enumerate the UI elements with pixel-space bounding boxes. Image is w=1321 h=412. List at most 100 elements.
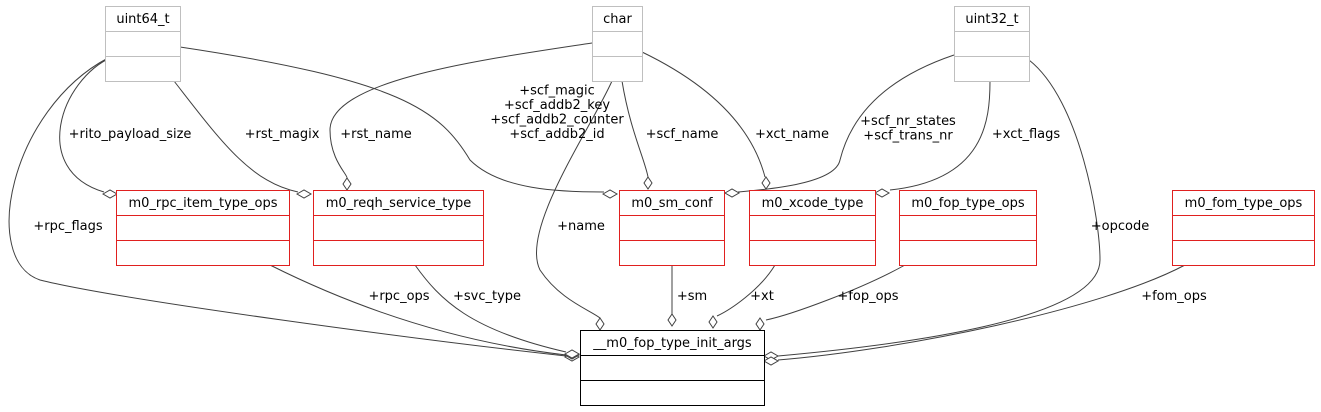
node-xcode-type[interactable]: m0_xcode_type bbox=[749, 190, 876, 266]
edge-fop-ops bbox=[765, 264, 906, 321]
edge-label-name: +name bbox=[557, 219, 605, 234]
edge-label-text: +opcode bbox=[1091, 219, 1149, 234]
node-box bbox=[1172, 190, 1315, 266]
node-title: m0_rpc_item_type_ops bbox=[128, 196, 277, 211]
node-box bbox=[899, 190, 1037, 266]
edge-label-text: +sm bbox=[677, 289, 707, 304]
node-sm-conf[interactable]: m0_sm_conf bbox=[619, 190, 725, 266]
edge-scf-name bbox=[621, 80, 649, 178]
edge-rito-payload-size bbox=[59, 56, 113, 193]
edge-label-rst-name: +rst_name bbox=[340, 127, 411, 142]
edge-label-text: +svc_type bbox=[453, 289, 521, 304]
edge-label-fop-ops: +fop_ops bbox=[837, 289, 898, 304]
node-box bbox=[619, 190, 725, 266]
edge-label-text: +scf_name bbox=[646, 127, 719, 142]
aggregation-diamond bbox=[708, 315, 718, 329]
edge-opcode bbox=[777, 59, 1101, 357]
edge-label-text: +fom_ops bbox=[1141, 289, 1207, 304]
aggregation-diamond bbox=[595, 317, 605, 331]
node-title: uint64_t bbox=[116, 12, 169, 27]
aggregation-diamond bbox=[873, 188, 891, 198]
edge-label-text: +xct_flags bbox=[992, 127, 1061, 142]
node-title: m0_xcode_type bbox=[762, 196, 864, 211]
edge-label-scf-name: +scf_name bbox=[646, 127, 719, 142]
edge-label-xt: +xt bbox=[750, 289, 774, 304]
edge-label-text: +scf_addb2_key bbox=[504, 98, 610, 113]
edge-xct-name bbox=[641, 51, 766, 178]
edge-label-rpc-ops: +rpc_ops bbox=[368, 289, 429, 304]
node-char[interactable]: char bbox=[592, 6, 643, 82]
aggregation-diamond bbox=[723, 188, 741, 198]
edge-label-text: +fop_ops bbox=[837, 289, 898, 304]
edge-fom-ops bbox=[777, 264, 1186, 361]
edge-label-text: +scf_addb2_counter bbox=[490, 112, 624, 127]
aggregation-diamond bbox=[761, 176, 771, 190]
edge-name bbox=[535, 80, 613, 319]
node-box bbox=[105, 6, 181, 82]
edge-rst-magix bbox=[173, 80, 299, 193]
edge-label-text: +rst_name bbox=[340, 127, 411, 142]
aggregation-diamond bbox=[755, 317, 765, 331]
edge-label-text: +rst_magix bbox=[245, 127, 320, 142]
edge-label-scf-nr: +scf_nr_states+scf_trans_nr bbox=[860, 114, 956, 144]
edge-label-text: +rpc_ops bbox=[368, 289, 429, 304]
node-fop-type-ops[interactable]: m0_fop_type_ops bbox=[899, 190, 1037, 266]
edge-scf-nr bbox=[737, 54, 955, 193]
edge-label-svc-type: +svc_type bbox=[453, 289, 521, 304]
aggregation-diamond bbox=[601, 189, 619, 199]
aggregation-diamond bbox=[667, 313, 677, 327]
edge-xct-flags bbox=[889, 80, 991, 191]
node-init-args[interactable]: __m0_fop_type_init_args bbox=[580, 330, 765, 406]
edge-rpc-flags bbox=[8, 57, 567, 357]
node-uint64[interactable]: uint64_t bbox=[105, 6, 181, 82]
node-box bbox=[954, 6, 1030, 82]
edge-label-text: +xct_name bbox=[755, 127, 829, 142]
node-title: __m0_fop_type_init_args bbox=[592, 336, 752, 351]
edge-label-text: +rito_payload_size bbox=[69, 127, 192, 142]
node-title: m0_fom_type_ops bbox=[1185, 196, 1303, 211]
node-box bbox=[592, 6, 643, 82]
aggregation-diamond bbox=[342, 177, 352, 191]
edge-label-rst-magix: +rst_magix bbox=[245, 127, 320, 142]
edge-label-text: +scf_nr_states bbox=[860, 114, 956, 129]
node-rpc-item-type-ops[interactable]: m0_rpc_item_type_ops bbox=[116, 190, 290, 266]
edge-svc-type bbox=[414, 264, 567, 353]
nodes-layer: uint64_t char uint32_t m0_rpc_item_type_ops… bbox=[105, 6, 1315, 406]
node-box bbox=[313, 190, 484, 266]
node-title: m0_reqh_service_type bbox=[326, 196, 472, 211]
edge-rpc-ops bbox=[269, 264, 567, 356]
aggregation-diamond bbox=[563, 349, 581, 359]
edge-label-scf-fields: +scf_magic+scf_addb2_key+scf_addb2_count… bbox=[490, 83, 624, 142]
node-fom-type-ops[interactable]: m0_fom_type_ops bbox=[1172, 190, 1315, 266]
edge-label-text: +scf_addb2_id bbox=[509, 127, 604, 142]
node-box bbox=[749, 190, 876, 266]
node-title: uint32_t bbox=[965, 12, 1018, 27]
node-box bbox=[116, 190, 290, 266]
edge-label-fom-ops: +fom_ops bbox=[1141, 289, 1207, 304]
edge-rst-name bbox=[329, 42, 593, 179]
aggregation-diamond bbox=[643, 176, 653, 190]
node-title: m0_fop_type_ops bbox=[911, 196, 1024, 211]
node-box bbox=[580, 330, 765, 406]
node-uint32[interactable]: uint32_t bbox=[954, 6, 1030, 82]
edge-xt bbox=[716, 264, 776, 317]
aggregation-diamond bbox=[762, 356, 780, 366]
edge-label-text: +name bbox=[557, 219, 605, 234]
edges-layer bbox=[8, 42, 1186, 366]
edge-scf-fields bbox=[179, 46, 605, 193]
aggregation-diamond bbox=[101, 189, 119, 199]
edge-label-rpc-flags: +rpc_flags bbox=[33, 219, 103, 234]
edge-label-opcode: +opcode bbox=[1091, 219, 1149, 234]
edge-label-text: +scf_magic bbox=[519, 83, 595, 98]
edge-label-text: +scf_trans_nr bbox=[863, 128, 953, 143]
edge-label-text: +xt bbox=[750, 289, 774, 304]
edge-labels-layer: +rito_payload_size +rst_magix +rst_name +sc… bbox=[33, 83, 1207, 304]
node-title: m0_sm_conf bbox=[631, 196, 713, 211]
edge-label-text: +rpc_flags bbox=[33, 219, 103, 234]
edge-label-xct-flags: +xct_flags bbox=[992, 127, 1061, 142]
node-reqh-service-type[interactable]: m0_reqh_service_type bbox=[313, 190, 484, 266]
edge-label-xct-name: +xct_name bbox=[755, 127, 829, 142]
aggregation-diamond bbox=[295, 189, 313, 199]
edge-label-sm: +sm bbox=[677, 289, 707, 304]
